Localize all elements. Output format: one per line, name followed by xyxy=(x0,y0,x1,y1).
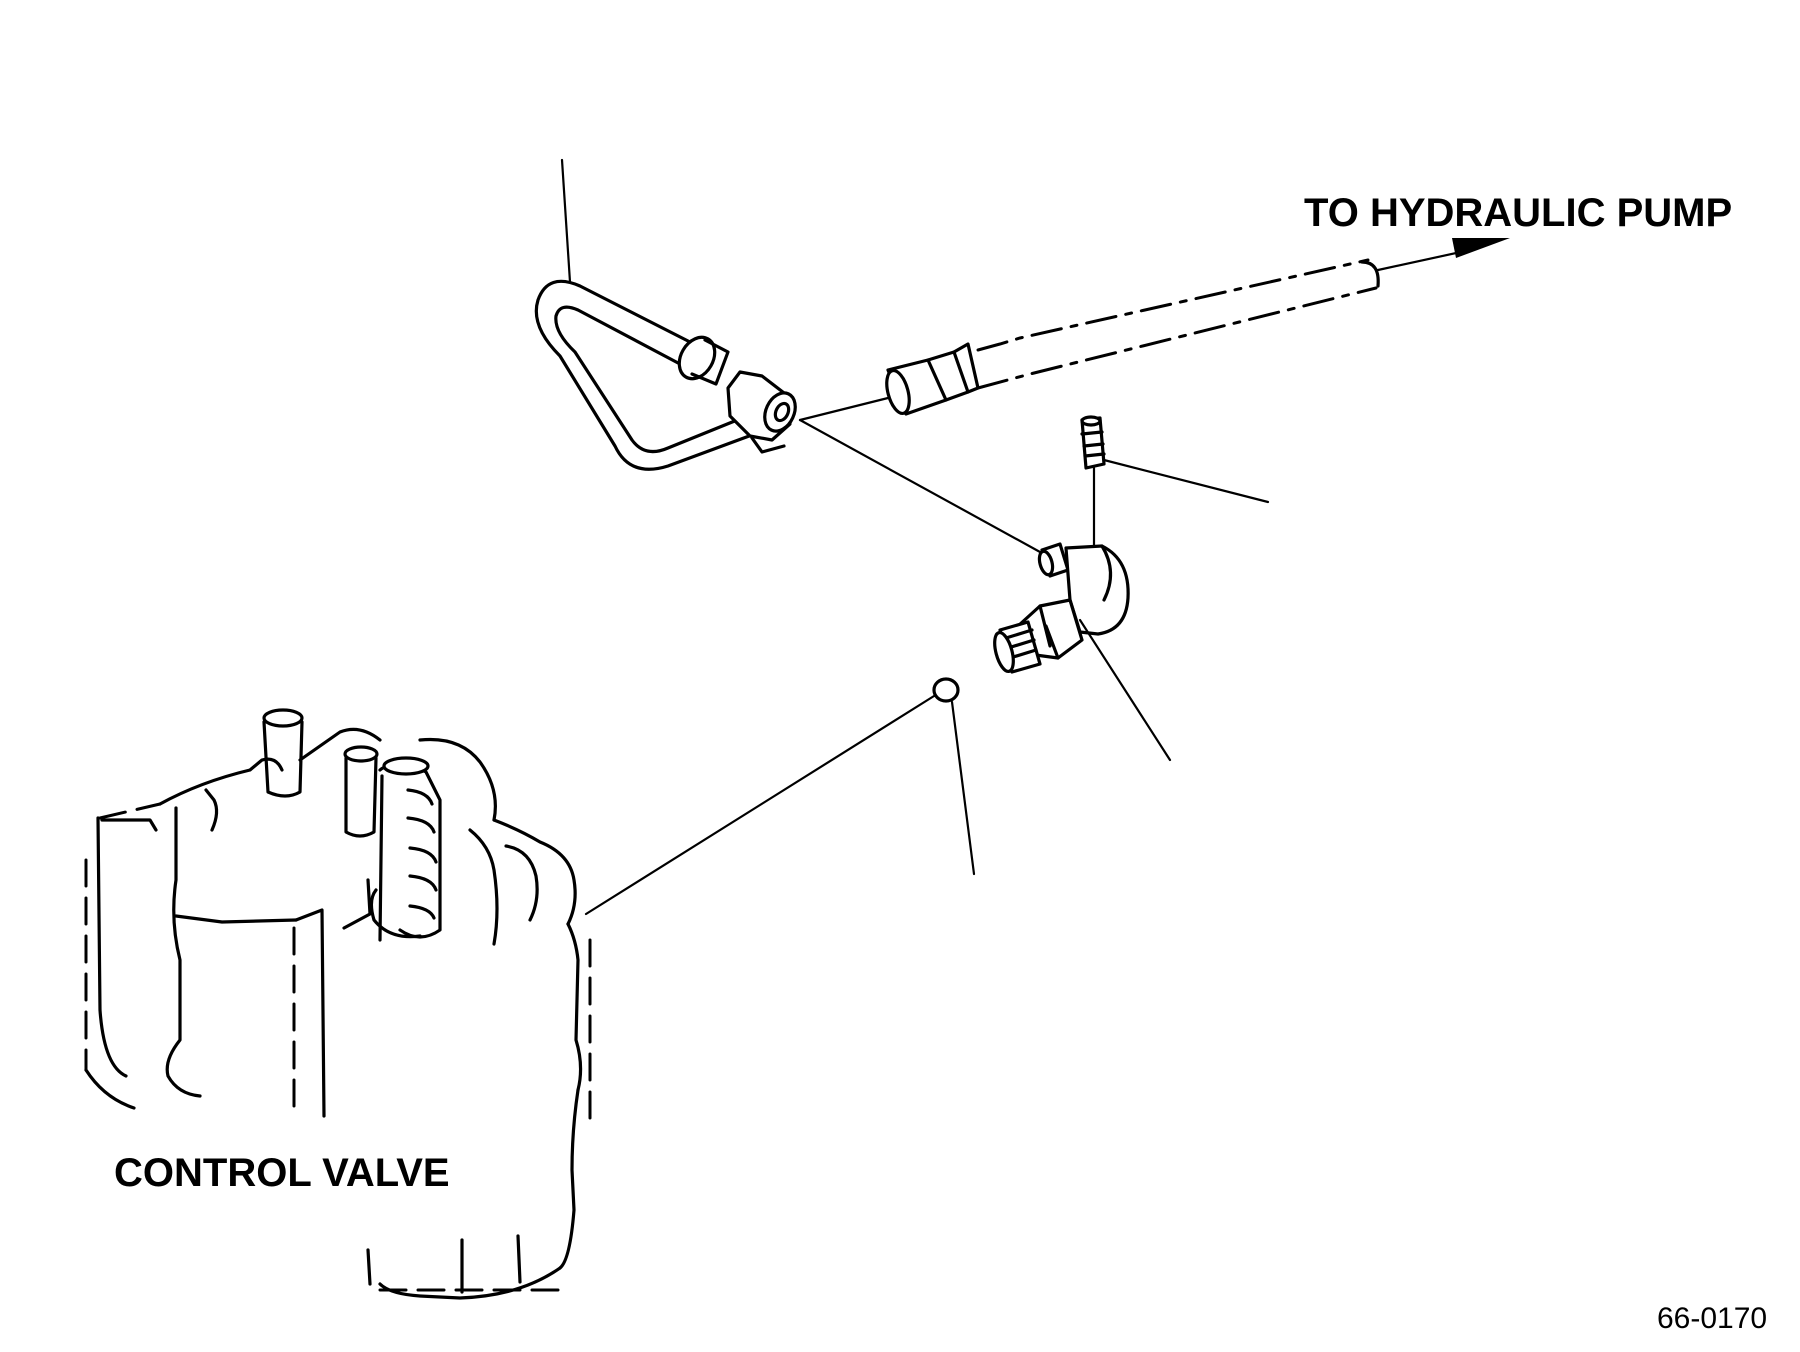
hose-assembly xyxy=(534,158,1510,471)
valve-label: CONTROL VALVE xyxy=(114,1151,450,1195)
control-valve-body xyxy=(84,708,592,1300)
valve-port-boss-1 xyxy=(262,708,304,798)
pump-label: TO HYDRAULIC PUMP xyxy=(1304,191,1732,235)
swivel-nut xyxy=(726,370,797,454)
bleeder-fitting xyxy=(1080,415,1270,586)
tube-ferrule xyxy=(677,335,730,386)
looped-tube xyxy=(534,279,762,471)
hose-end-fitting xyxy=(885,342,980,416)
nut-to-elbow-leader xyxy=(798,418,1042,554)
bleeder-callout-leader xyxy=(1102,458,1270,504)
pump-arrow-shaft xyxy=(1376,248,1472,272)
hose-callout-leader xyxy=(560,158,572,284)
figure-id: 66-0170 xyxy=(1657,1302,1767,1335)
o-ring-to-valve-leader xyxy=(584,694,936,916)
looped-tube-inner xyxy=(554,305,754,454)
hose-body-bottom xyxy=(976,286,1378,390)
o-ring xyxy=(584,677,976,916)
elbow-callout-leader xyxy=(1078,618,1172,762)
valve-port-boss-2 xyxy=(343,745,379,838)
pump-arrow-head xyxy=(1452,238,1510,258)
hose-end-cap xyxy=(1360,260,1380,288)
hose-body-top xyxy=(976,258,1370,352)
assembly-centerline xyxy=(798,396,890,422)
elbow-fitting xyxy=(993,542,1172,762)
o-ring-callout-leader xyxy=(950,700,976,876)
valve-port-boss-3 xyxy=(369,756,442,942)
